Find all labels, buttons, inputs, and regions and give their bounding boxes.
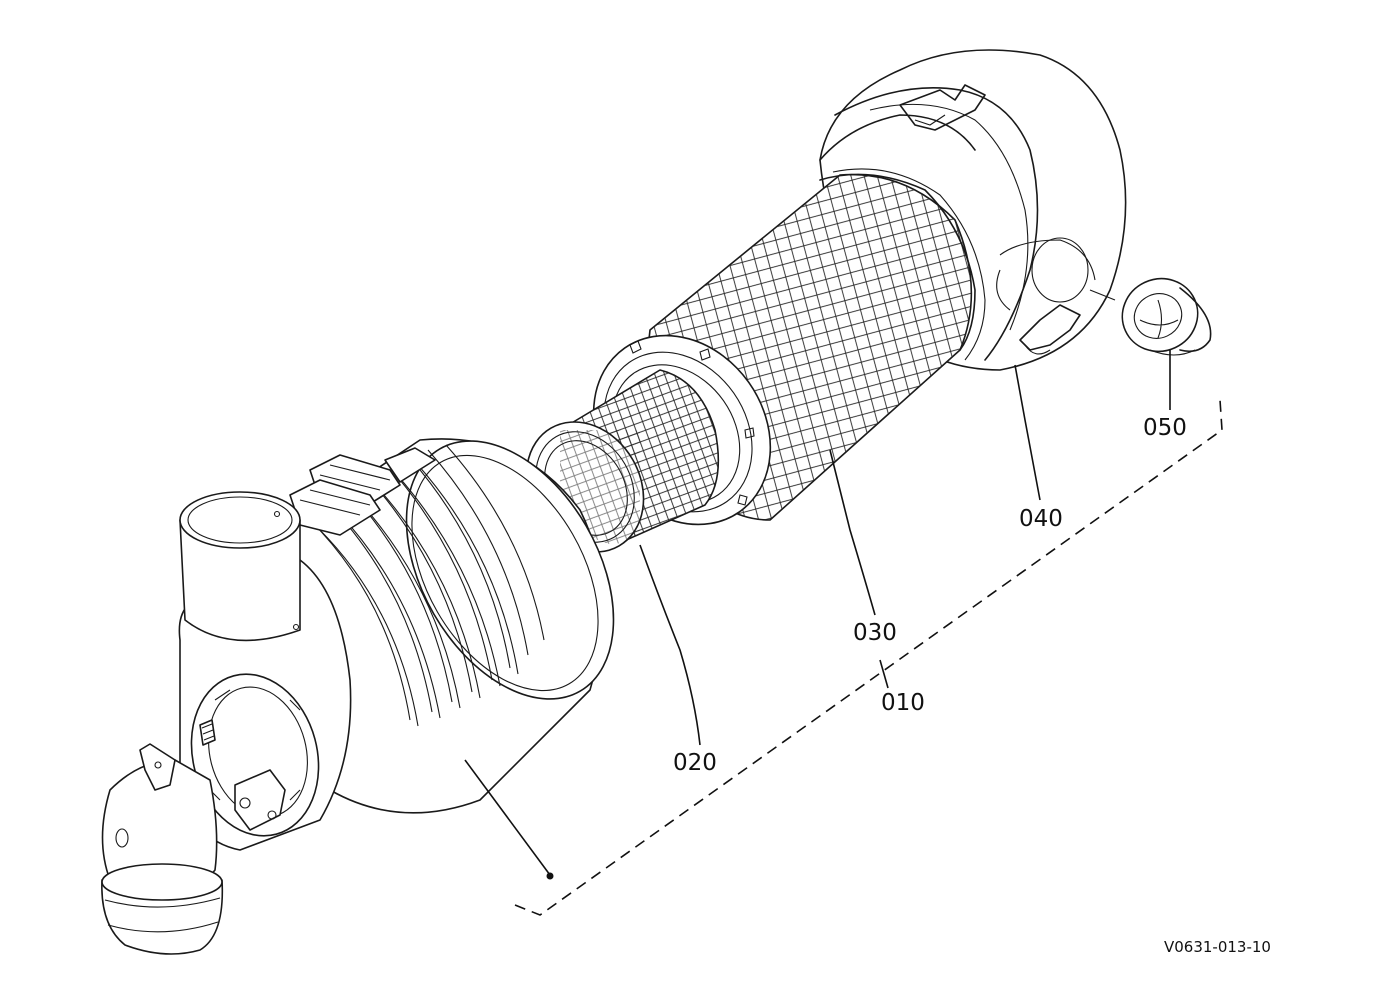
drawing-reference-code: V0631-013-10 (1164, 938, 1271, 956)
label-040: 040 (1019, 506, 1063, 532)
label-010: 010 (881, 690, 925, 716)
label-020: 020 (673, 750, 717, 776)
label-030: 030 (853, 620, 897, 646)
dust-valve-050 (1121, 277, 1212, 356)
part-labels: 050 040 030 010 020 V0631-013-10 (673, 415, 1271, 956)
leader-lines (464, 350, 1223, 916)
air-cleaner-housing (178, 438, 615, 851)
label-050: 050 (1143, 415, 1187, 441)
outlet-elbow (101, 743, 224, 955)
